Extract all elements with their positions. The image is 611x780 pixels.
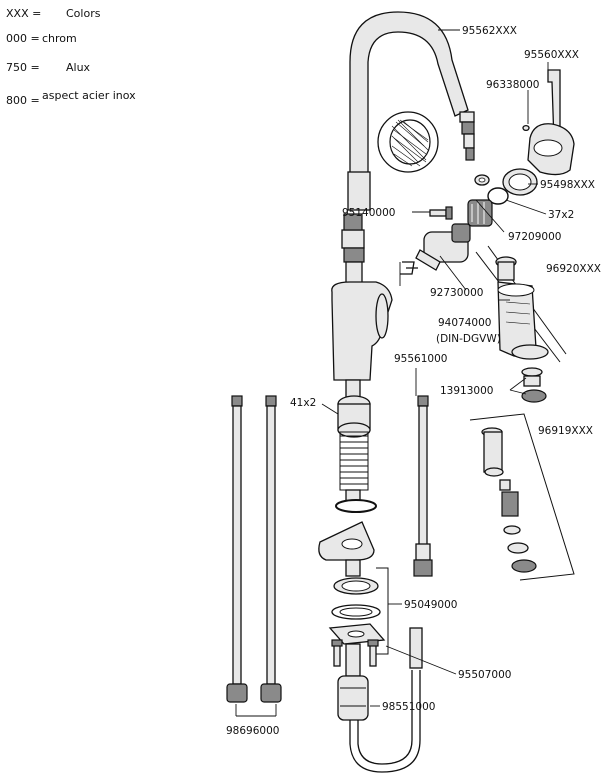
- label-ring-37x2: 37x2: [548, 209, 574, 221]
- label-cover-ring: 95498XXX: [540, 179, 595, 191]
- triangle-bracket: [318, 521, 375, 561]
- label-nut-97209: 97209000: [508, 231, 561, 243]
- small-washer: [474, 174, 490, 186]
- mounting-washer-top: [335, 499, 377, 513]
- screw-95140-drawing: [429, 206, 453, 220]
- label-oring-41x2: 41x2: [290, 397, 316, 409]
- legend-name-alux: Alux: [66, 61, 91, 74]
- legend-code-xxx: XXX =: [6, 7, 42, 20]
- part-labels: 95562XXX 95560XXX 96338000 95498XXX 37x2…: [226, 25, 601, 737]
- label-spout: 95562XXX: [462, 25, 517, 37]
- spray-head-group: [475, 245, 567, 403]
- label-aerator-set: 96919XXX: [538, 425, 593, 437]
- label-screw-small: 96338000: [486, 79, 539, 91]
- supply-hose-left: [226, 395, 248, 703]
- body-drawing: [331, 213, 393, 381]
- legend-code-000: 000 =: [6, 32, 40, 45]
- strainer-detail: [377, 111, 439, 173]
- mounting-set-bracket: [376, 567, 402, 655]
- label-screw-95140: 95140000: [342, 207, 395, 219]
- legend-name-acier: aspect acier inox: [42, 89, 136, 102]
- threaded-shank: [337, 379, 371, 511]
- label-weight: 98551000: [382, 701, 435, 713]
- legend-name-chrom: chrom: [42, 32, 77, 45]
- label-check-valve: 94074000: [438, 317, 491, 329]
- mounting-bolts: [331, 639, 379, 667]
- label-check-valve-note: (DIN-DGVW): [436, 333, 501, 345]
- hose-weight-drawing: [337, 643, 369, 721]
- label-hose-connector: 95561000: [394, 353, 447, 365]
- supply-hose-right: [260, 395, 282, 703]
- cover-ring-drawing: [502, 168, 538, 196]
- aerator-set-group: [469, 413, 575, 581]
- screw-96338: [522, 124, 530, 132]
- spout-drawing: [347, 11, 469, 211]
- label-handle: 95560XXX: [524, 49, 579, 61]
- legend-code-800: 800 =: [6, 94, 40, 107]
- mounting-rings: [328, 559, 386, 645]
- label-cartridge: 92730000: [430, 287, 483, 299]
- label-supply-hoses: 98696000: [226, 725, 279, 737]
- handle-drawing: [527, 69, 575, 176]
- nut-97209-drawing: [467, 199, 493, 227]
- pull-out-hose: [349, 627, 423, 773]
- pullout-hose-connector: [413, 395, 433, 577]
- leader-lines: [235, 29, 549, 717]
- legend-name-colors: Colors: [66, 7, 101, 20]
- spout-hose-fitting: [459, 111, 475, 161]
- label-spray-head: 96920XXX: [546, 263, 601, 275]
- label-mounting-set: 95049000: [404, 599, 457, 611]
- label-aerator: 13913000: [440, 385, 493, 397]
- cartridge-drawing: [400, 223, 471, 275]
- legend-code-750: 750 =: [6, 61, 40, 74]
- label-pull-hose: 95507000: [458, 669, 511, 681]
- oring-37x2-drawing: [487, 187, 509, 205]
